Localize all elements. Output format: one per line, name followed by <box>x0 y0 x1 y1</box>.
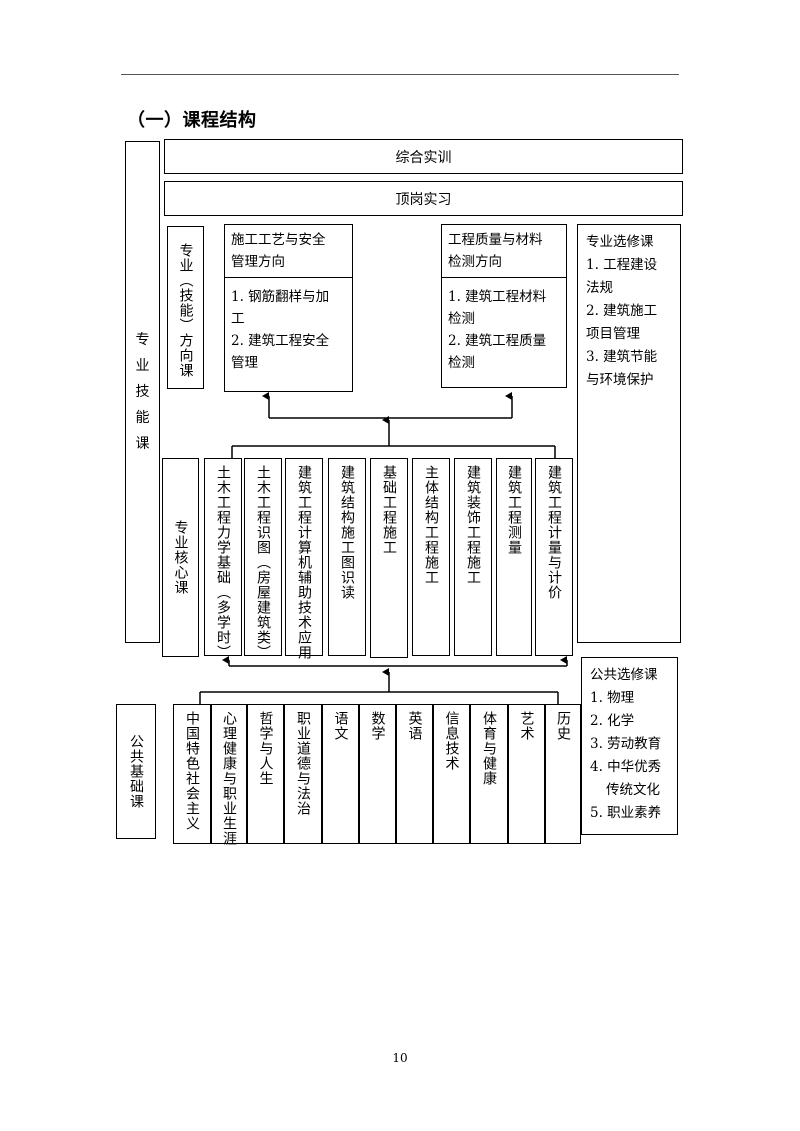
public-course-label: 哲学与人生 <box>257 711 274 786</box>
major-elective-box: 专业选修课 1. 工程建设法规 2. 建筑施工项目管理 3. 建筑节能与环境保护 <box>577 224 681 643</box>
public-course-box: 体育与健康 <box>470 704 508 844</box>
direction-label: 专业（技能）方向课 <box>177 243 194 378</box>
public-course-label: 历史 <box>555 711 572 741</box>
page-number: 10 <box>392 1051 408 1065</box>
comprehensive-training-box: 综合实训 <box>164 139 683 174</box>
public-course-label: 语文 <box>332 711 349 741</box>
core-course-label: 建筑装饰工程施工 <box>465 465 482 585</box>
core-course-label: 土木工程力学基础（多学时） <box>215 465 232 660</box>
direction-box-construction-title: 施工工艺与安全管理方向 <box>231 232 326 270</box>
direction-box-quality-title: 工程质量与材料检测方向 <box>448 232 543 270</box>
core-course-box: 建筑工程计算机辅助技术应用 <box>285 458 323 660</box>
public-basic-label-box: 公共基础课 <box>116 704 156 839</box>
public-course-label: 数学 <box>369 711 386 741</box>
skill-course-label: 专业 技能 课 <box>135 332 150 452</box>
public-course-box: 信息技术 <box>433 704 470 844</box>
public-course-label: 艺术 <box>518 711 535 741</box>
core-course-box: 土木工程识图（房屋建筑类） <box>244 458 282 660</box>
core-course-label: 建筑工程测量 <box>506 465 523 555</box>
core-course-box: 建筑工程测量 <box>496 458 532 656</box>
internship-box: 顶岗实习 <box>164 181 683 216</box>
direction-box-quality: 工程质量与材料检测方向 1. 建筑工程材料检测 2. 建筑工程质量检测 <box>441 224 567 388</box>
public-course-label: 英语 <box>406 711 423 741</box>
core-course-label: 主体结构工程施工 <box>423 465 440 585</box>
public-course-box: 哲学与人生 <box>247 704 284 844</box>
internship-label: 顶岗实习 <box>395 191 452 208</box>
core-label-box: 专业核心课 <box>162 458 199 657</box>
header-rule <box>121 74 679 75</box>
public-course-label: 心理健康与职业生涯 <box>221 711 238 846</box>
direction-label-box: 专业（技能）方向课 <box>167 226 204 389</box>
core-course-label: 建筑工程计量与计价 <box>546 465 563 600</box>
public-course-box: 语文 <box>322 704 359 844</box>
public-course-label: 中国特色社会主义 <box>184 711 201 831</box>
core-course-box: 土木工程力学基础（多学时） <box>204 458 242 660</box>
public-course-label: 信息技术 <box>443 711 460 771</box>
public-course-box: 艺术 <box>508 704 545 844</box>
public-course-box: 中国特色社会主义 <box>173 704 211 844</box>
core-course-box: 建筑工程计量与计价 <box>535 458 573 656</box>
skill-course-box: 专业 技能 课 <box>125 141 160 643</box>
public-course-label: 职业道德与法治 <box>295 711 312 816</box>
public-course-label: 体育与健康 <box>481 711 498 786</box>
public-basic-label: 公共基础课 <box>128 734 145 809</box>
core-course-box: 主体结构工程施工 <box>412 458 450 656</box>
direction-box-construction: 施工工艺与安全管理方向 1. 钢筋翻样与加工 2. 建筑工程安全管理 <box>224 224 353 392</box>
public-course-box: 数学 <box>359 704 396 844</box>
core-course-label: 建筑结构施工图识读 <box>339 465 356 600</box>
major-elective-list: 专业选修课 1. 工程建设法规 2. 建筑施工项目管理 3. 建筑节能与环境保护 <box>586 234 658 388</box>
public-course-box: 心理健康与职业生涯 <box>211 704 247 846</box>
core-course-label: 建筑工程计算机辅助技术应用 <box>296 465 313 660</box>
public-course-box: 历史 <box>545 704 581 844</box>
section-title: （一）课程结构 <box>127 110 257 131</box>
core-course-box: 建筑装饰工程施工 <box>454 458 492 656</box>
core-course-box: 建筑结构施工图识读 <box>328 458 366 656</box>
core-course-box: 基础工程施工 <box>370 458 408 658</box>
public-course-box: 职业道德与法治 <box>284 704 322 844</box>
core-course-label: 基础工程施工 <box>381 465 398 555</box>
direction-box-construction-items: 1. 钢筋翻样与加工 2. 建筑工程安全管理 <box>231 289 330 371</box>
core-label: 专业核心课 <box>172 520 189 595</box>
core-course-label: 土木工程识图（房屋建筑类） <box>255 465 272 660</box>
public-course-box: 英语 <box>396 704 433 844</box>
direction-box-quality-items: 1. 建筑工程材料检测 2. 建筑工程质量检测 <box>448 289 547 371</box>
comprehensive-training-label: 综合实训 <box>395 149 452 166</box>
